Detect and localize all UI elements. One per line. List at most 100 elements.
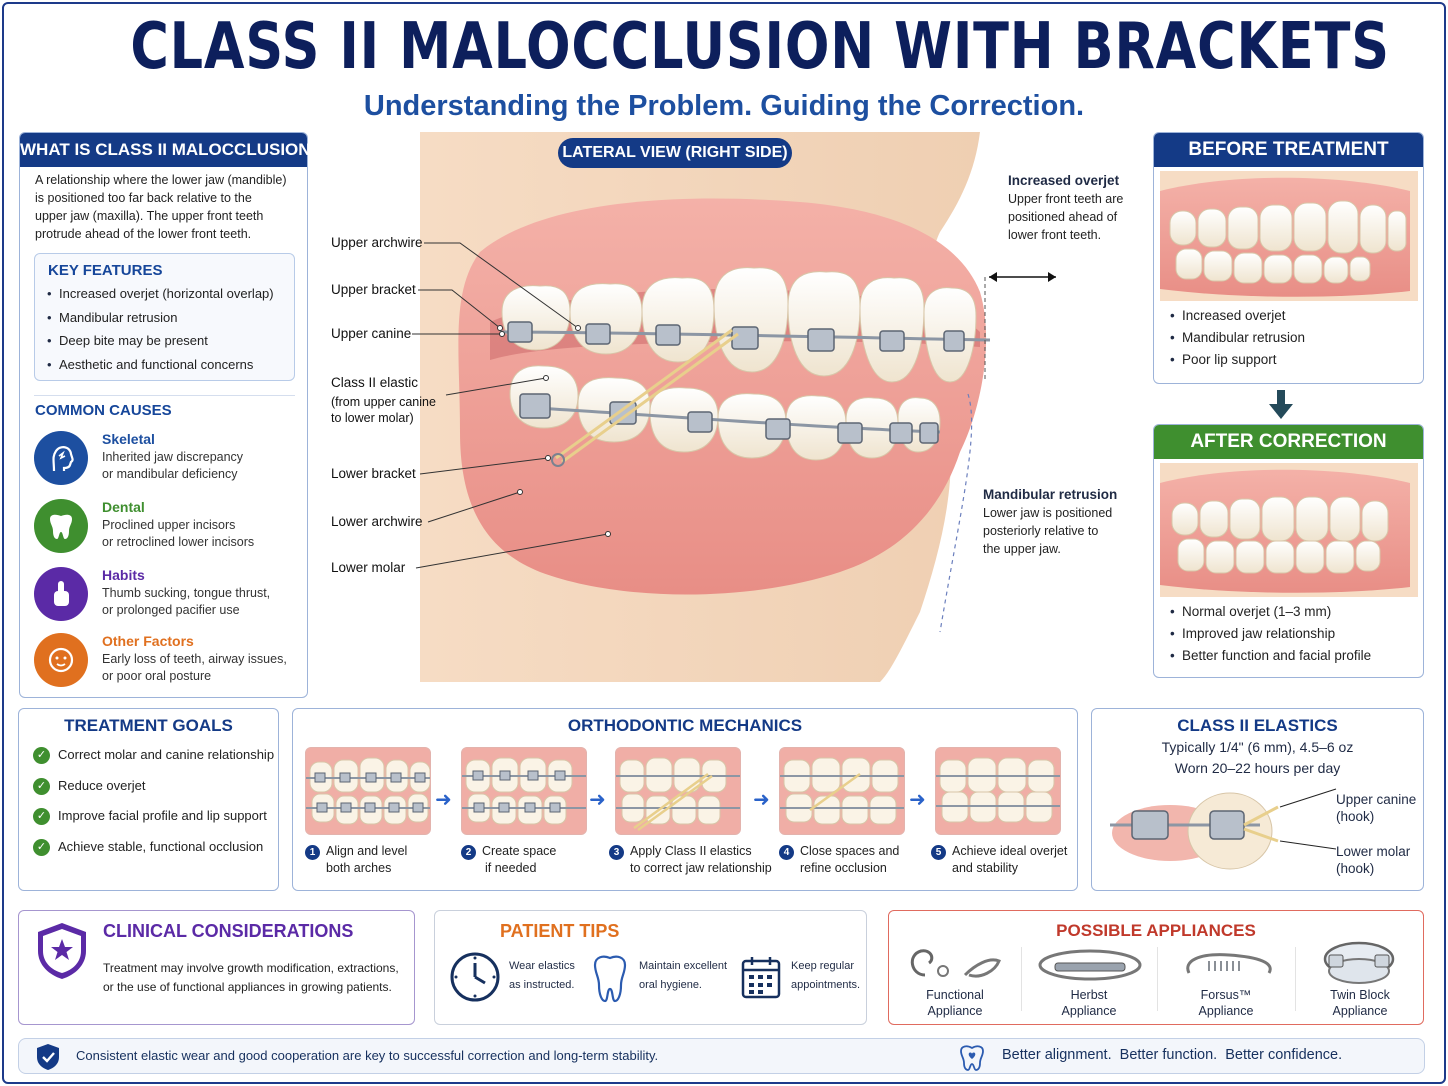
clinical-heading: CLINICAL CONSIDERATIONS bbox=[103, 921, 354, 941]
list-item: Improved jaw relationship bbox=[1168, 623, 1371, 645]
functional-appliance-icon bbox=[905, 945, 1005, 990]
page-title: CLASS II MALOCCLUSION WITH BRACKETS bbox=[130, 10, 1390, 84]
label-upper-bracket: Upper bracket bbox=[331, 282, 416, 297]
clinical-text: Treatment may involve growth modificatio… bbox=[103, 961, 399, 994]
after-heading: AFTER CORRECTION bbox=[1154, 425, 1423, 459]
check-icon: ✓ bbox=[33, 747, 50, 765]
upper-hook-label: Upper canine(hook) bbox=[1336, 792, 1417, 824]
class-ii-elastic bbox=[555, 328, 739, 464]
list-item: Poor lip support bbox=[1168, 349, 1305, 371]
check-icon: ✓ bbox=[33, 778, 50, 796]
divider bbox=[34, 395, 295, 396]
page-subtitle: Understanding the Problem. Guiding the C… bbox=[363, 90, 1085, 122]
label-lower-bracket: Lower bracket bbox=[331, 466, 416, 481]
upper-brackets bbox=[507, 321, 965, 352]
label-class-ii-elastic-sub: (from upper canine to lower molar) bbox=[331, 395, 436, 425]
goal-item: ✓Achieve stable, functional occlusion bbox=[33, 839, 263, 857]
goal-item: ✓Improve facial profile and lip support bbox=[33, 808, 267, 826]
elastics-wear: Worn 20–22 hours per day bbox=[1174, 760, 1341, 776]
retrusion-callout: Mandibular retrusion Lower jaw is positi… bbox=[983, 487, 1118, 556]
tooth-outline-icon bbox=[591, 951, 629, 1010]
list-item: Aesthetic and functional concerns bbox=[45, 353, 274, 377]
lateral-illustration bbox=[420, 132, 991, 682]
what-is-description: A relationship where the lower jaw (mand… bbox=[35, 173, 287, 241]
list-item: Increased overjet (horizontal overlap) bbox=[45, 282, 274, 306]
cause-habits: Habits Thumb sucking, tongue thrust,or p… bbox=[34, 567, 304, 627]
appliances-heading: POSSIBLE APPLIANCES bbox=[1056, 921, 1256, 940]
list-item: Mandibular retrusion bbox=[45, 306, 274, 330]
elastics-panel: CLASS II ELASTICS Typically 1/4" (6 mm),… bbox=[1091, 708, 1424, 891]
tooth-icon bbox=[34, 499, 88, 553]
list-item: Deep bite may be present bbox=[45, 329, 274, 353]
overjet-callout: Increased overjet Upper front teeth are … bbox=[1008, 173, 1124, 242]
before-list: Increased overjet Mandibular retrusion P… bbox=[1168, 305, 1305, 371]
label-lower-archwire: Lower archwire bbox=[331, 514, 423, 529]
arrow-right-icon: ➜ bbox=[589, 789, 606, 811]
thumb-icon bbox=[34, 567, 88, 621]
step-5-image bbox=[935, 747, 1061, 835]
key-features-box: KEY FEATURES Increased overjet (horizont… bbox=[34, 253, 295, 381]
label-upper-canine: Upper canine bbox=[331, 326, 412, 341]
twin-block-icon bbox=[1319, 937, 1399, 992]
cause-other: Other Factors Early loss of teeth, airwa… bbox=[34, 633, 304, 693]
tips-heading: PATIENT TIPS bbox=[500, 921, 620, 941]
overjet-arrow bbox=[989, 272, 1056, 282]
list-item: Mandibular retrusion bbox=[1168, 327, 1305, 349]
arrow-right-icon: ➜ bbox=[909, 789, 926, 811]
step-3-image bbox=[615, 747, 741, 835]
divider bbox=[1157, 947, 1158, 1011]
mechanics-heading: ORTHODONTIC MECHANICS bbox=[567, 716, 803, 735]
lower-archwire bbox=[519, 405, 941, 434]
footer-right-text: Better alignment. Better function. Bette… bbox=[1002, 1047, 1343, 1063]
herbst-appliance-icon bbox=[1035, 945, 1145, 990]
lateral-view-pill: LATERAL VIEW (RIGHT SIDE) bbox=[558, 138, 792, 168]
treatment-goals-panel: TREATMENT GOALS ✓Correct molar and canin… bbox=[18, 708, 279, 891]
step-1-image bbox=[305, 747, 431, 835]
after-panel: AFTER CORRECTION Normal overjet (1–3 mm)… bbox=[1153, 424, 1424, 678]
key-features-heading: KEY FEATURES bbox=[48, 262, 163, 279]
treatment-goals-heading: TREATMENT GOALS bbox=[64, 716, 233, 735]
arrow-right-icon: ➜ bbox=[435, 789, 452, 811]
goal-item: ✓Correct molar and canine relationship bbox=[33, 747, 274, 765]
clinical-panel: CLINICAL CONSIDERATIONS Treatment may in… bbox=[18, 910, 415, 1025]
face-icon bbox=[34, 633, 88, 687]
head-profile-icon bbox=[34, 431, 88, 485]
list-item: Better function and facial profile bbox=[1168, 645, 1371, 667]
key-features-list: Increased overjet (horizontal overlap) M… bbox=[45, 282, 274, 376]
lower-hook-label: Lower molar(hook) bbox=[1336, 844, 1411, 876]
elastic-illustration bbox=[1110, 788, 1337, 870]
what-is-panel: WHAT IS CLASS II MALOCCLUSION? A relatio… bbox=[19, 132, 321, 698]
label-class-ii-elastic: Class II elastic bbox=[331, 375, 419, 390]
divider bbox=[1295, 947, 1296, 1011]
check-icon: ✓ bbox=[33, 808, 50, 826]
shield-star-icon bbox=[35, 921, 89, 986]
step-4-image bbox=[779, 747, 905, 835]
what-is-heading: WHAT IS CLASS II MALOCCLUSION? bbox=[20, 133, 321, 167]
before-heading: BEFORE TREATMENT bbox=[1154, 133, 1423, 167]
after-list: Normal overjet (1–3 mm) Improved jaw rel… bbox=[1168, 601, 1371, 667]
list-item: Normal overjet (1–3 mm) bbox=[1168, 601, 1371, 623]
footer-bar: Consistent elastic wear and good coopera… bbox=[18, 1038, 1425, 1074]
arrow-right-icon: ➜ bbox=[753, 789, 770, 811]
divider bbox=[1021, 947, 1022, 1011]
upper-teeth bbox=[501, 267, 977, 383]
shield-check-icon bbox=[35, 1043, 61, 1076]
clock-icon bbox=[449, 951, 501, 1008]
elastics-heading: CLASS II ELASTICS bbox=[1177, 716, 1338, 735]
lower-brackets bbox=[519, 393, 939, 444]
before-image bbox=[1160, 171, 1418, 301]
calendar-icon bbox=[741, 955, 781, 1004]
elastics-spec: Typically 1/4" (6 mm), 4.5–6 oz bbox=[1161, 739, 1354, 755]
label-upper-archwire: Upper archwire bbox=[331, 235, 423, 250]
